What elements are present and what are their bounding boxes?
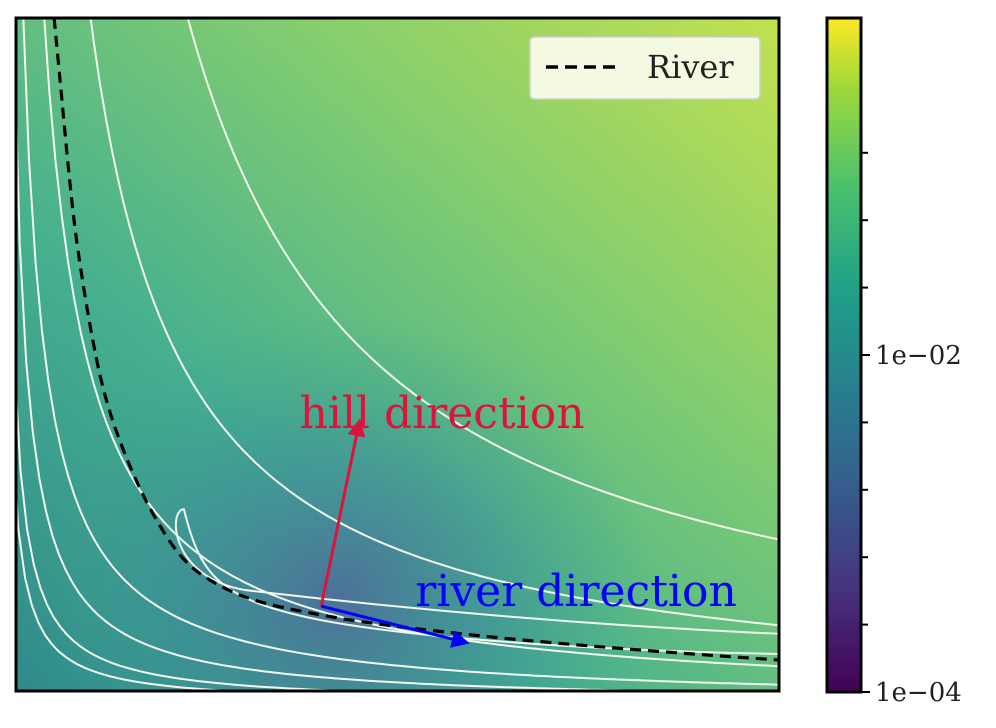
hill-direction-label: hill direction [299,388,584,439]
legend-box [529,36,761,100]
river-direction-arrow [320,604,470,648]
valley-shade [16,18,779,691]
legend: River [529,36,761,100]
colorbar-gradient [827,18,861,692]
colorbar-minor-ticks [861,151,868,626]
river-direction-label: river direction [415,566,737,617]
plot-area [16,18,779,691]
contour-lines [16,18,779,691]
colorbar-tick-label-1e-02: 1e−02 [875,341,962,371]
hill-direction-arrow [319,418,366,607]
lake-contour-line [174,508,779,655]
legend-river-label: River [647,48,734,86]
contour-line [16,68,704,691]
river-line [52,18,779,662]
contour-line [22,18,779,686]
contour-line [186,18,779,541]
colorbar-tick-label-1e-04: 1e−04 [875,678,962,708]
contour-line [89,18,779,627]
plot-frame [14,16,781,693]
colorbar: 1e−04 1e−02 [825,16,962,708]
contour-line [16,476,249,691]
contour-line [16,372,372,691]
